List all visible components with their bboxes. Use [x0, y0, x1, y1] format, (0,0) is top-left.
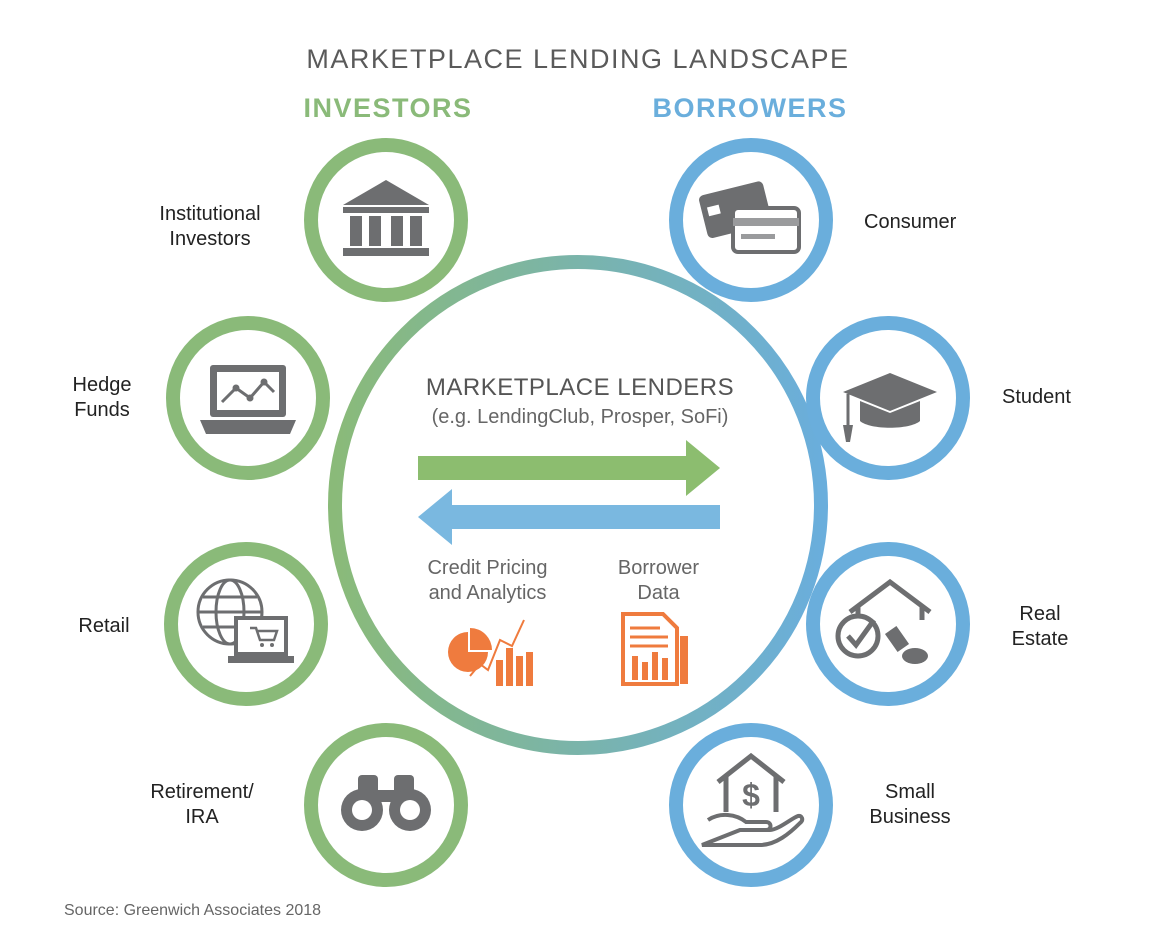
house-stamp-icon [835, 578, 932, 664]
investor-label-institutional: Institutional Investors [159, 203, 261, 250]
graduation-cap-icon [843, 373, 937, 442]
center-title: MARKETPLACE LENDERS [425, 374, 735, 401]
globe-laptop-icon [196, 578, 294, 663]
investor-ring-institutional [304, 138, 468, 302]
investors-heading: INVESTORS [303, 93, 473, 123]
hand-house-dollar-icon: $ [701, 752, 805, 847]
source-note: Source: Greenwich Associates 2018 [64, 902, 322, 919]
binoculars-icon [341, 775, 431, 831]
investor-label-retirement: Retirement/ IRA [150, 781, 254, 828]
credit-pricing-label: Credit Pricing and Analytics [427, 557, 548, 604]
document-data-icon [621, 612, 688, 686]
borrower-label-student: Student [1002, 386, 1071, 408]
investor-label-retail: Retail [78, 615, 130, 637]
pie-bar-chart-icon [448, 619, 533, 686]
bank-icon [343, 180, 429, 256]
svg-text:$: $ [742, 777, 760, 813]
green-arrow-right [418, 440, 720, 496]
page-title: MARKETPLACE LENDING LANDSCAPE [306, 44, 850, 74]
borrowers-heading: BORROWERS [652, 93, 848, 123]
credit-cards-icon [699, 181, 801, 254]
borrower-label-real-estate: Real Estate [1011, 603, 1069, 650]
blue-arrow-left [418, 489, 720, 545]
borrower-data-label: Borrower Data [617, 557, 700, 604]
central-ring [328, 255, 828, 755]
borrower-label-small-business: Small Business [869, 781, 951, 828]
borrower-label-consumer: Consumer [864, 211, 957, 233]
investor-ring-retirement [304, 723, 468, 887]
center-subtitle: (e.g. LendingClub, Prosper, SoFi) [431, 406, 729, 428]
borrower-ring-real-estate [806, 542, 970, 706]
laptop-chart-icon [200, 365, 296, 434]
investor-label-hedge: Hedge Funds [72, 374, 132, 421]
